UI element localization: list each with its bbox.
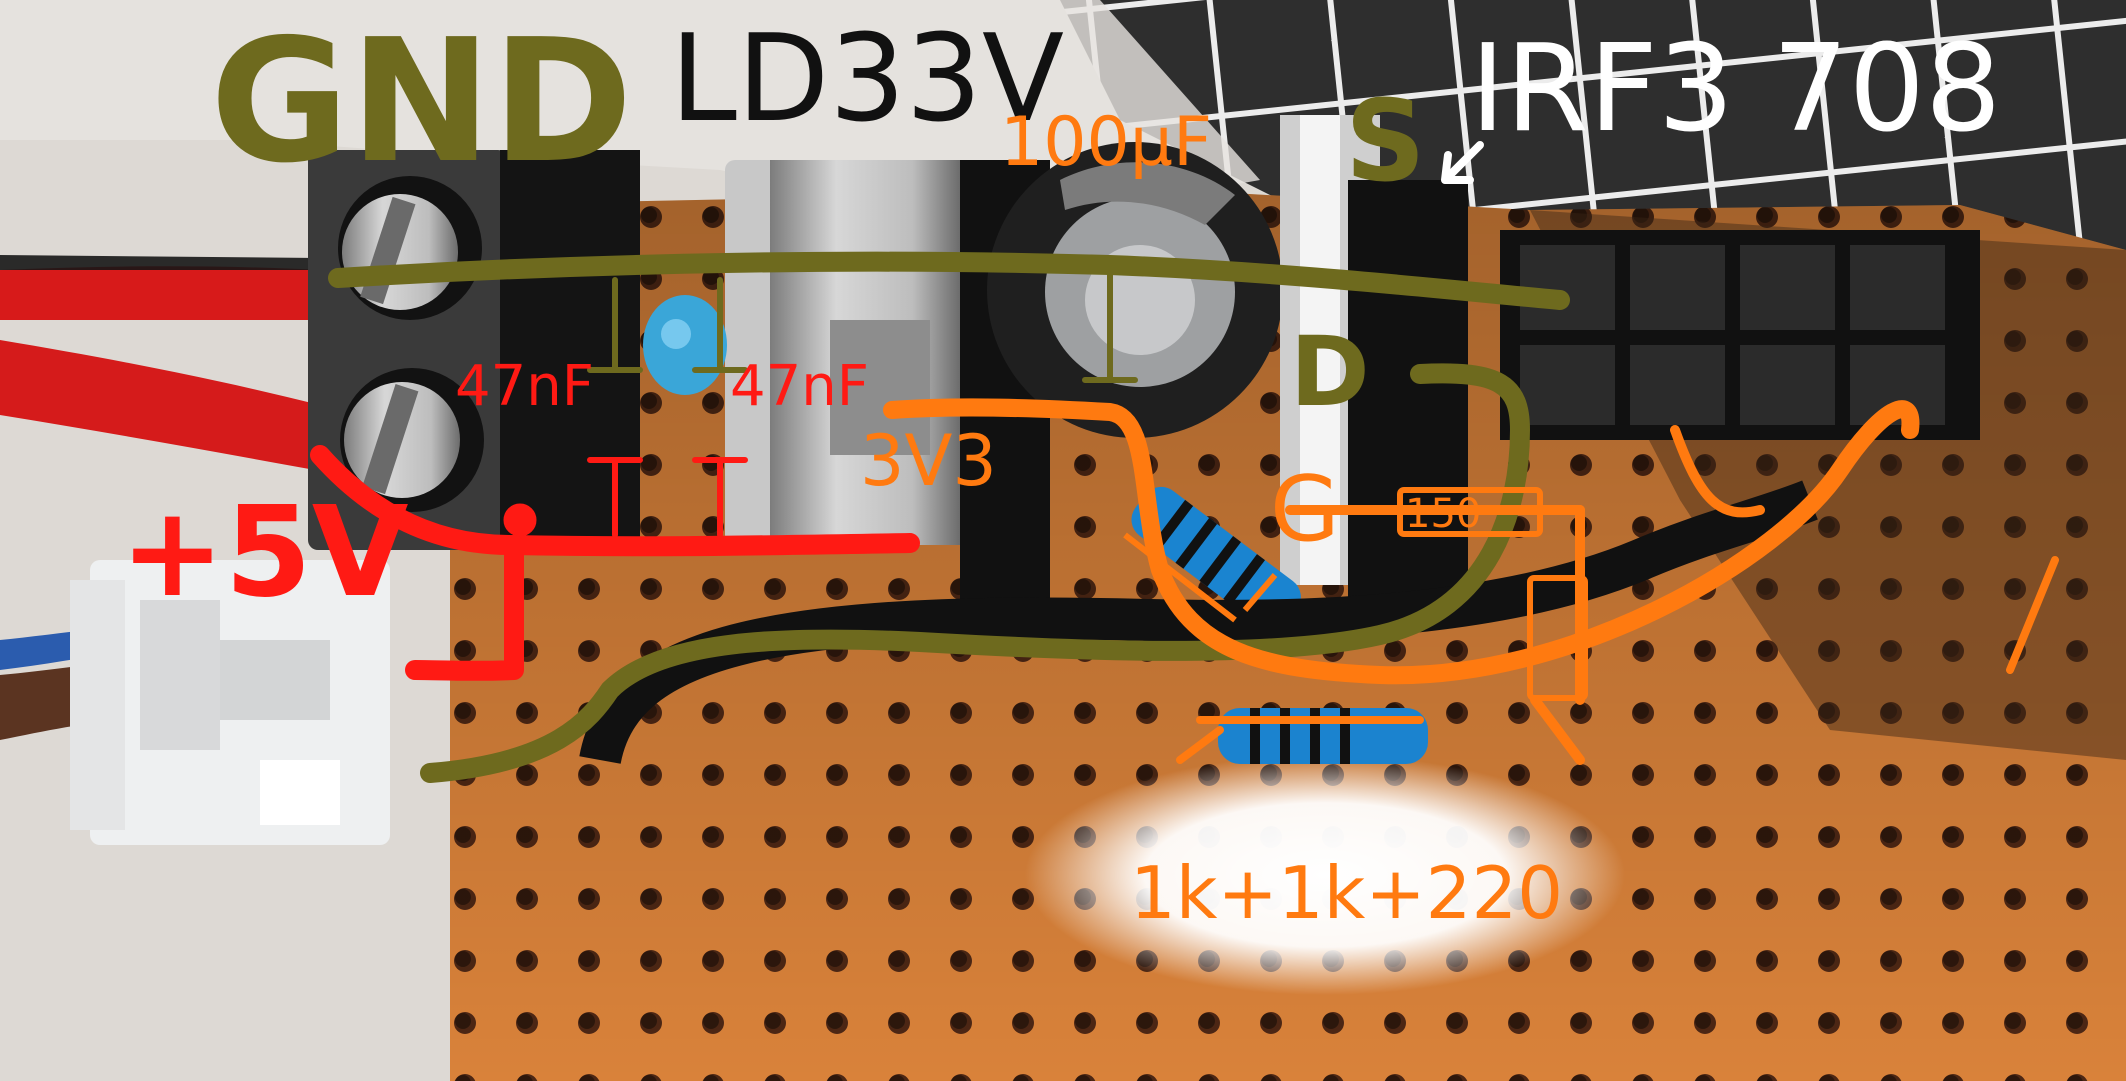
- label-irf3708: IRF3 708: [1470, 20, 2001, 159]
- arrow-icon: [1441, 141, 1484, 184]
- label-47nf-right: 47nF: [730, 354, 869, 419]
- label-plus5v: +5V: [120, 480, 409, 625]
- red-cable-lower: [0, 340, 320, 470]
- board-glare: [1025, 755, 1625, 995]
- label-100uf: 100µF: [1000, 103, 1212, 182]
- label-g: G: [1270, 457, 1340, 562]
- capacitor-100uf: [987, 142, 1283, 438]
- label-47nf-left: 47nF: [455, 354, 594, 419]
- red-cable-upper: [0, 266, 320, 320]
- label-d: D: [1290, 316, 1370, 428]
- gnd-wiring: [328, 251, 1570, 783]
- jst-connector: [70, 560, 390, 845]
- label-s: S: [1345, 77, 1426, 207]
- label-resistor-150: 150: [1405, 491, 1481, 537]
- pin-header: [1500, 230, 1980, 440]
- label-resistor-chain: 1k+1k+220: [1130, 851, 1563, 935]
- resistor-outlines: [1123, 487, 1588, 701]
- ceramic-capacitor: [643, 295, 727, 395]
- label-3v3: 3V3: [860, 420, 997, 502]
- plus5-wiring: [310, 445, 920, 681]
- label-ld33v: LD33V: [670, 10, 1064, 149]
- label-gnd: GND: [210, 3, 633, 201]
